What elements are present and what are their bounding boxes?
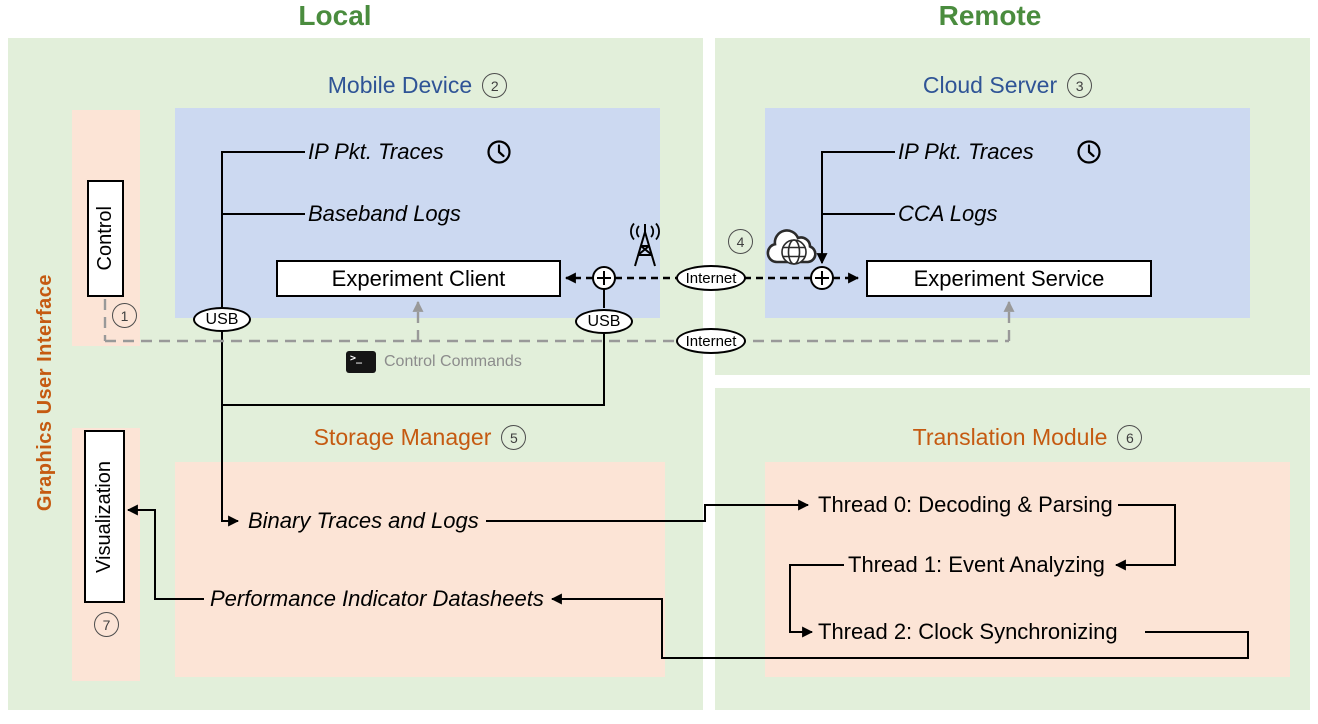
mobile-device-heading: Mobile Device 2 — [175, 72, 660, 99]
translation-module-heading: Translation Module 6 — [765, 424, 1290, 451]
circled-plus-icon — [592, 266, 616, 290]
control-commands-label: Control Commands — [384, 353, 522, 370]
step-badge-3: 3 — [1067, 73, 1093, 98]
usb-link-badge: USB — [193, 307, 251, 332]
storage-manager-panel — [175, 462, 665, 677]
thread-2-text: Thread 2: Clock Synchronizing — [818, 619, 1118, 644]
performance-datasheets-label: Performance Indicator Datasheets — [210, 586, 544, 612]
local-title: Local — [298, 0, 372, 31]
translation-module-heading-text: Translation Module — [912, 424, 1108, 450]
experiment-service-box: Experiment Service — [866, 260, 1152, 297]
gray-control-connectors — [103, 299, 1015, 343]
antenna-icon — [630, 222, 660, 267]
usb-link-badge: USB — [575, 309, 633, 334]
step-badge-7: 7 — [94, 612, 119, 637]
visualization-box: Visualization — [84, 430, 125, 603]
translation-module-panel — [765, 462, 1290, 677]
internet-link-badge: Internet — [676, 265, 746, 291]
binary-traces-label: Binary Traces and Logs — [248, 508, 479, 534]
visualization-box-label: Visualization — [93, 460, 115, 573]
wire-thread0-to-thread1 — [1114, 504, 1176, 571]
mobile-device-heading-text: Mobile Device — [327, 72, 473, 98]
cloud-ip-pkt-traces-label: IP Pkt. Traces — [898, 139, 1102, 165]
wire-thread1-to-thread2 — [789, 564, 844, 638]
storage-manager-heading: Storage Manager 5 — [175, 424, 665, 451]
solid-data-connectors — [126, 151, 1249, 659]
binary-traces-text: Binary Traces and Logs — [248, 508, 479, 533]
step-badge-4: 4 — [728, 229, 753, 254]
cca-logs-text: CCA Logs — [898, 201, 998, 226]
internet-link-badge: Internet — [676, 328, 746, 354]
remote-title: Remote — [938, 0, 1042, 31]
terminal-prompt-glyph: >_ — [350, 353, 363, 364]
cloud-server-heading: Cloud Server 3 — [765, 72, 1250, 99]
step-badge-6: 6 — [1117, 425, 1143, 450]
cloud-globe-icon — [766, 229, 817, 265]
terminal-icon: >_ — [346, 351, 376, 373]
clock-icon — [1077, 140, 1101, 164]
wire-thread2-to-datasheets — [550, 593, 1249, 659]
baseband-logs-text: Baseband Logs — [308, 201, 461, 226]
step-badge-5: 5 — [501, 425, 527, 450]
mobile-ip-pkt-traces-label: IP Pkt. Traces — [308, 139, 512, 165]
wire-cloud-logs-to-combiner — [816, 151, 895, 265]
thread-0-label: Thread 0: Decoding & Parsing — [818, 492, 1113, 518]
clock-icon — [487, 140, 511, 164]
experiment-client-box: Experiment Client — [276, 260, 561, 297]
step-badge-2: 2 — [482, 73, 508, 98]
cca-logs-label: CCA Logs — [898, 201, 997, 227]
storage-manager-heading-text: Storage Manager — [313, 424, 492, 450]
control-box-label: Control — [94, 206, 116, 271]
circled-plus-icon — [810, 266, 834, 290]
combiner-icons — [592, 266, 834, 290]
step-badge-1: 1 — [112, 303, 137, 328]
thread-2-label: Thread 2: Clock Synchronizing — [818, 619, 1118, 645]
thread-0-text: Thread 0: Decoding & Parsing — [818, 492, 1113, 517]
control-box: Control — [87, 180, 124, 297]
baseband-logs-label: Baseband Logs — [308, 201, 461, 227]
wire-binary-to-thread0 — [486, 499, 810, 522]
wire-usb-return — [222, 334, 605, 406]
cloud-server-heading-text: Cloud Server — [922, 72, 1058, 98]
wire-mobile-logs-to-storage — [221, 151, 305, 527]
wire-datasheets-to-visualization — [126, 504, 204, 600]
performance-datasheets-text: Performance Indicator Datasheets — [210, 586, 544, 611]
thread-1-text: Thread 1: Event Analyzing — [848, 552, 1105, 577]
cloud-ip-pkt-traces-text: IP Pkt. Traces — [898, 139, 1034, 164]
thread-1-label: Thread 1: Event Analyzing — [848, 552, 1105, 578]
mobile-ip-pkt-traces-text: IP Pkt. Traces — [308, 139, 444, 164]
